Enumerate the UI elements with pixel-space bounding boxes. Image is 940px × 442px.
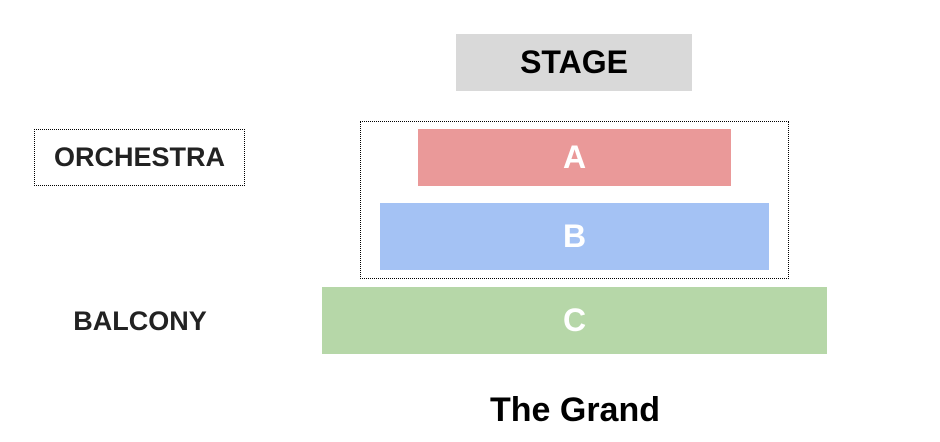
section-a[interactable]: A <box>418 129 731 186</box>
section-b-label: B <box>562 218 587 254</box>
venue-title: The Grand <box>400 385 750 435</box>
section-c-label: C <box>562 302 587 338</box>
balcony-level-label: BALCONY <box>50 296 230 346</box>
stage: STAGE <box>456 34 692 91</box>
section-b[interactable]: B <box>380 203 769 270</box>
orchestra-label-text: ORCHESTRA <box>53 142 225 172</box>
section-a-label: A <box>562 139 587 175</box>
stage-label: STAGE <box>520 44 628 80</box>
section-c[interactable]: C <box>322 287 827 354</box>
balcony-label-text: BALCONY <box>73 305 207 336</box>
venue-name: The Grand <box>489 390 661 429</box>
orchestra-group-outline <box>360 121 789 279</box>
orchestra-level-label: ORCHESTRA <box>34 129 245 186</box>
